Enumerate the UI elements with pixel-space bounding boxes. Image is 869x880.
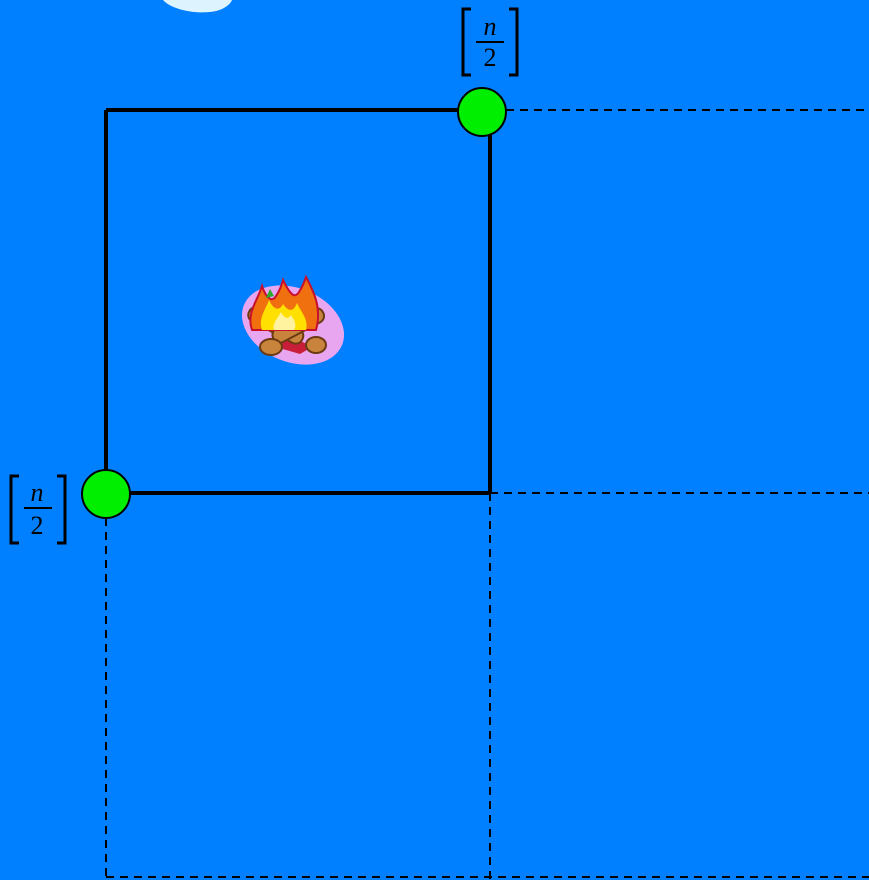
- ceiling-numerator: n: [484, 12, 497, 41]
- ceiling-denominator: 2: [484, 43, 497, 72]
- node-top-right: [458, 88, 506, 136]
- ceiling-numerator: n: [31, 478, 44, 507]
- ceiling-denominator: 2: [31, 511, 44, 540]
- node-bottom-left: [82, 470, 130, 518]
